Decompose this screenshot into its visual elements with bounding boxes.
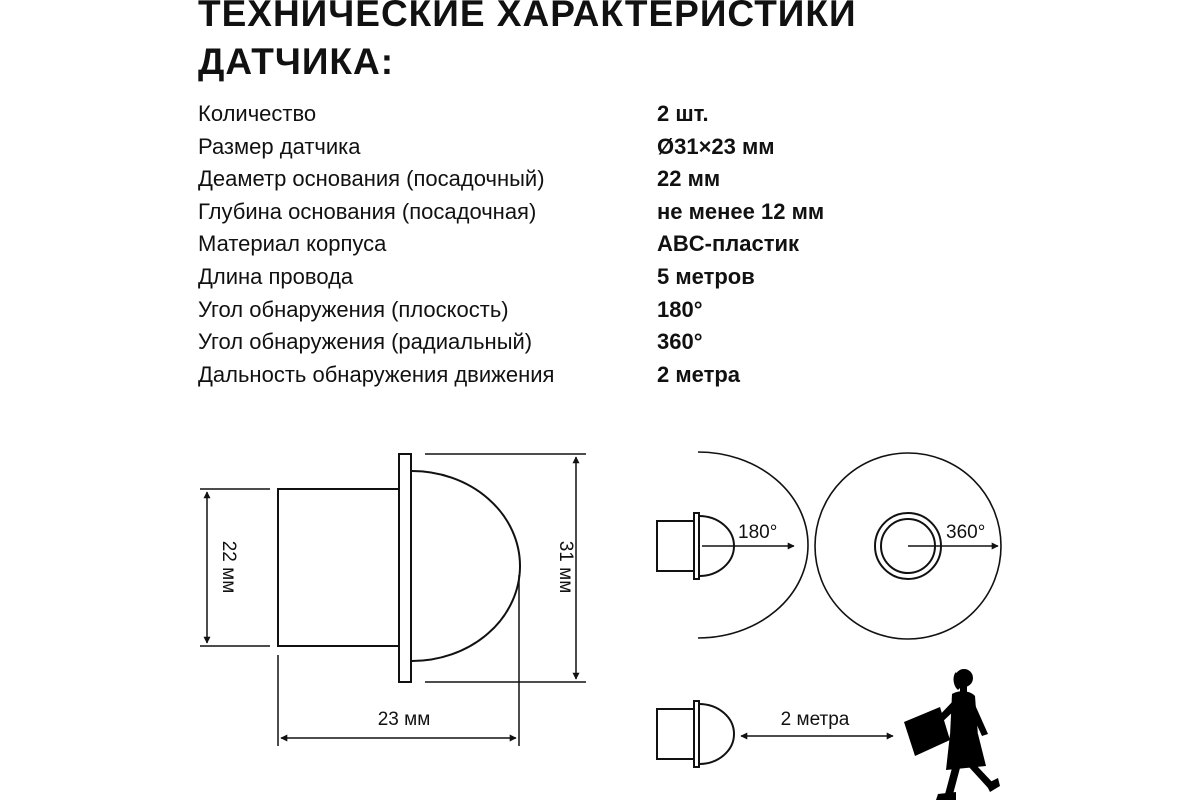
spec-value: 2 шт. (657, 101, 709, 126)
spec-value: 22 мм (657, 166, 721, 192)
detection-arc-180 (697, 451, 809, 639)
spec-label: Дальность обнаружения движения (198, 361, 555, 387)
spec-row: Материал корпуса ABC-пластик (198, 228, 824, 261)
spec-row: Угол обнаружения (плоскость) 180° (198, 294, 824, 327)
spec-label: Размер датчика (198, 133, 361, 159)
detection-angle-360-view: 360° (814, 452, 1002, 640)
dimension-22mm: 22 мм (200, 488, 270, 647)
dimension-31mm: 31 мм (425, 453, 586, 683)
spec-row: Угол обнаружения (радиальный) 360° (198, 326, 824, 359)
angle-label-360: 360° (946, 522, 985, 543)
spec-label: Материал корпуса (198, 231, 387, 257)
spec-label: Угол обнаружения (плоскость) (198, 296, 509, 322)
spec-row: Глубина основания (посадочная) не менее … (198, 196, 824, 229)
spec-label: Количество (198, 101, 317, 126)
spec-row: Количество 2 шт. (198, 98, 824, 131)
spec-label: Длина провода (198, 263, 354, 289)
angle-label-180: 180° (738, 522, 777, 543)
mini-sensor-flange (693, 512, 700, 580)
mini-sensor-base (656, 520, 695, 572)
spec-row: Деаметр основания (посадочный) 22 мм (198, 163, 824, 196)
mini-sensor-base (656, 708, 695, 760)
sensor-side-view (277, 453, 521, 683)
sensor-dome (411, 470, 521, 662)
detection-distance-view: 2 метра (656, 700, 894, 768)
walking-woman-icon (904, 669, 1000, 800)
sensor-base-body (277, 488, 400, 647)
dimension-label-23mm: 23 мм (378, 709, 431, 730)
spec-value: 5 метров (657, 263, 755, 289)
dimension-23mm: 23 мм (277, 575, 520, 746)
spec-value: 2 метра (657, 361, 741, 387)
spec-label: Деаметр основания (посадочный) (198, 166, 545, 192)
spec-row: Дальность обнаружения движения 2 метра (198, 359, 824, 392)
spec-value: 180° (657, 296, 703, 322)
spec-value: Ø31×23 мм (657, 133, 775, 159)
page-title-line-2: ДАТЧИКА: (198, 41, 395, 82)
spec-row: Длина провода 5 метров (198, 261, 824, 294)
dimension-label-31mm: 31 мм (555, 541, 576, 594)
spec-value: ABC-пластик (657, 231, 800, 257)
specs-table: Количество 2 шт. Размер датчика Ø31×23 м… (198, 98, 824, 391)
page-title: ТЕХНИЧЕСКИЕ ХАРАКТЕРИСТИКИ ДАТЧИКА: (198, 0, 1098, 86)
detection-circle-360 (814, 452, 1002, 640)
spec-label: Угол обнаружения (радиальный) (198, 329, 533, 355)
dimension-label-22mm: 22 мм (218, 541, 239, 594)
spec-value: не менее 12 мм (657, 198, 825, 224)
page-title-line-1: ТЕХНИЧЕСКИЕ ХАРАКТЕРИСТИКИ (198, 0, 857, 34)
mini-sensor-flange (693, 700, 700, 768)
spec-row: Размер датчика Ø31×23 мм (198, 131, 824, 164)
detection-angle-180-view: 180° (656, 451, 809, 639)
distance-label: 2 метра (781, 709, 850, 730)
spec-label: Глубина основания (посадочная) (198, 198, 537, 224)
mini-sensor-dome (698, 703, 735, 765)
spec-value: 360° (657, 329, 703, 355)
sensor-flange (398, 453, 412, 683)
